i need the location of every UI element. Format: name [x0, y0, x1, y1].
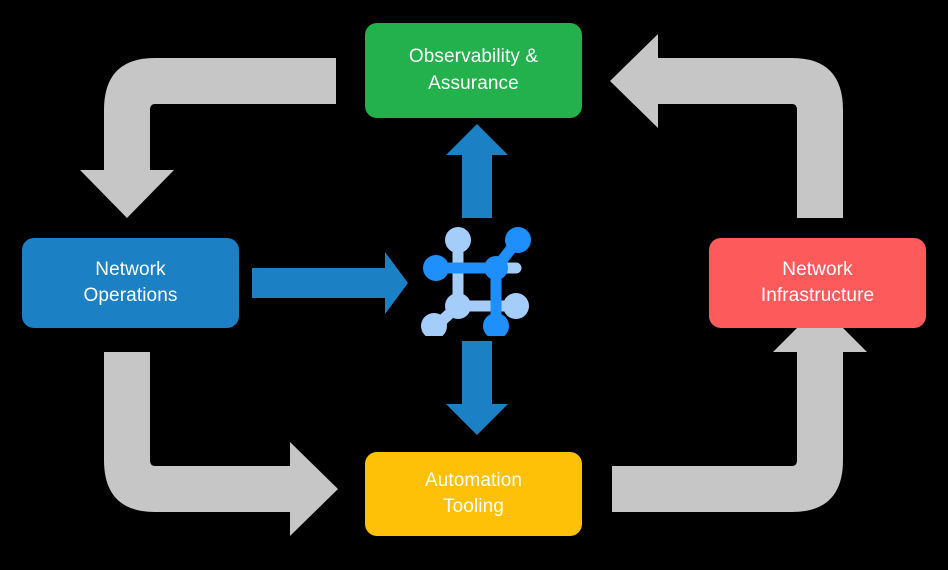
node-network-operations[interactable]: Network Operations: [22, 238, 239, 328]
node-automation-tooling[interactable]: Automation Tooling: [365, 452, 582, 536]
node-observability-assurance[interactable]: Observability & Assurance: [365, 23, 582, 118]
arrow-center-down: [446, 341, 508, 435]
arrow-infrastructure-to-observability: [610, 34, 843, 218]
arrow-center-up: [446, 124, 508, 218]
node-network-infrastructure-label: Network Infrastructure: [761, 257, 874, 309]
arrow-observability-to-operations: [80, 58, 336, 218]
arrow-operations-to-automation: [104, 352, 338, 536]
network-topology-icon: [421, 227, 531, 336]
node-label-line1: Automation: [424, 469, 523, 491]
arrow-operations-to-center: [252, 252, 408, 314]
node-label-line2: Operations: [83, 285, 178, 306]
node-label-line2: Infrastructure: [760, 285, 875, 306]
node-label-line1: Network: [782, 258, 853, 280]
node-label-line2: Assurance: [428, 72, 519, 94]
topology-nodes: [421, 227, 531, 336]
node-label-line2: Tooling: [443, 496, 504, 517]
node-network-infrastructure[interactable]: Network Infrastructure: [709, 238, 926, 328]
arrow-automation-to-infrastructure: [612, 305, 867, 512]
node-network-operations-label: Network Operations: [84, 257, 178, 309]
node-automation-tooling-label: Automation Tooling: [425, 468, 522, 520]
node-label-line1: Network: [95, 258, 166, 280]
node-label-line1: Observability &: [408, 46, 539, 68]
node-observability-label: Observability & Assurance: [409, 44, 538, 96]
